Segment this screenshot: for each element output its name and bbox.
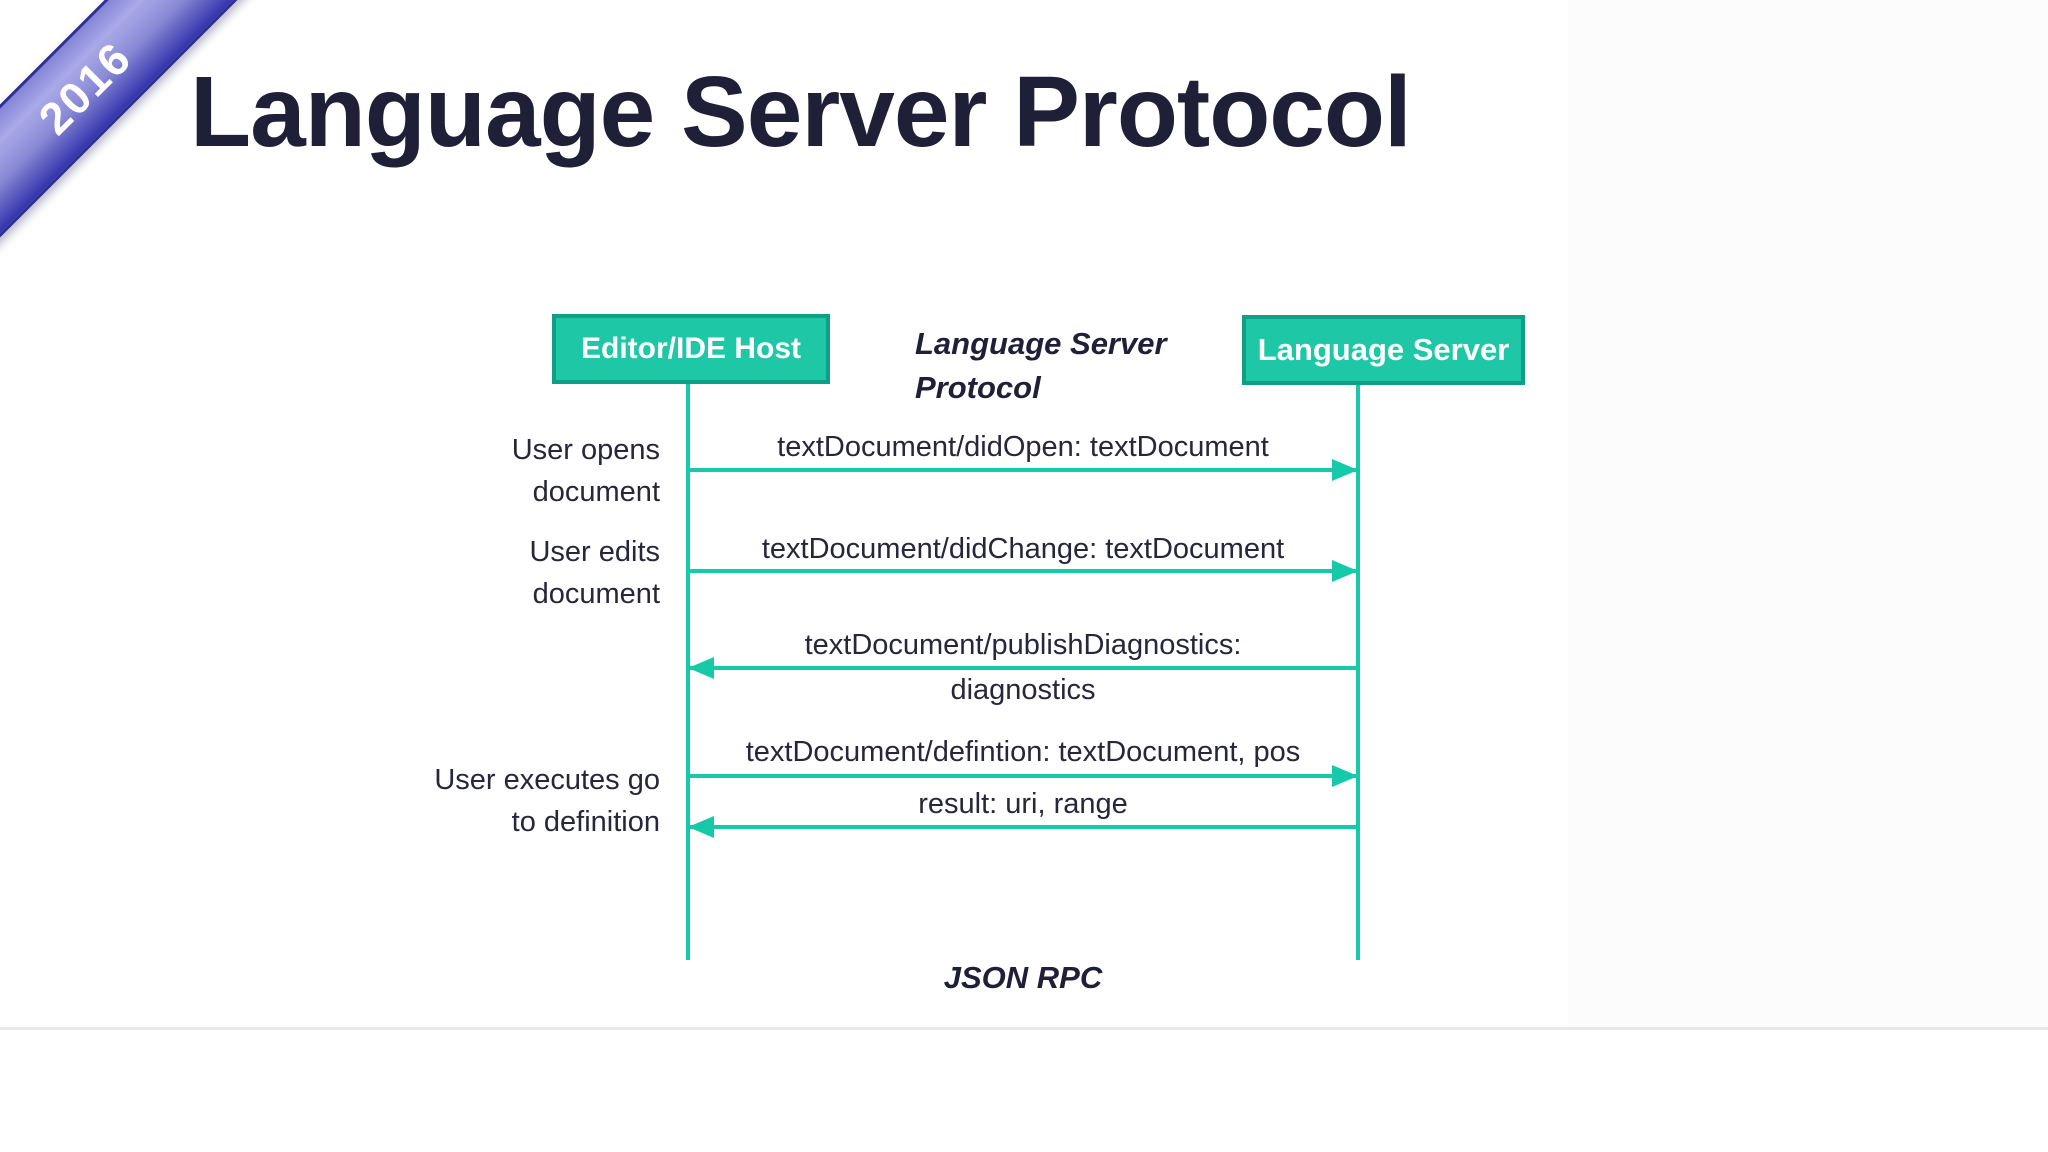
message-arrow-publishdiagnostics bbox=[688, 657, 1356, 679]
message-arrow-didopen bbox=[690, 459, 1358, 481]
actor-box-editor: Editor/IDE Host bbox=[552, 314, 830, 384]
message-arrow-didchange bbox=[690, 560, 1358, 582]
side-label-go-to-definition: User executes go to definition bbox=[300, 759, 660, 843]
message-arrow-result bbox=[688, 816, 1356, 838]
transport-label-json-rpc: JSON RPC bbox=[943, 960, 1103, 995]
slide-edge-shade bbox=[1568, 0, 2048, 1027]
page-title: Language Server Protocol bbox=[190, 56, 1412, 168]
slide-bottom-divider bbox=[0, 1027, 2048, 1030]
side-label-user-opens: User opens document bbox=[300, 429, 660, 513]
side-label-line: User opens bbox=[511, 434, 660, 466]
side-label-user-edits: User edits document bbox=[300, 531, 660, 615]
message-label-didopen: textDocument/didOpen: textDocument bbox=[777, 431, 1269, 463]
message-label-diagnostics-param: diagnostics bbox=[950, 674, 1096, 706]
message-label-didchange: textDocument/didChange: textDocument bbox=[761, 533, 1285, 565]
side-label-line: document bbox=[532, 578, 660, 610]
actor-box-server: Language Server bbox=[1242, 315, 1525, 385]
side-label-line: User executes go bbox=[434, 764, 660, 796]
side-label-line: User edits bbox=[529, 536, 660, 568]
server-lifeline bbox=[1356, 385, 1360, 960]
side-label-line: to definition bbox=[511, 806, 660, 838]
message-label-definition: textDocument/defintion: textDocument, po… bbox=[745, 736, 1301, 768]
side-label-line: document bbox=[532, 476, 660, 508]
ribbon-year-label: 2016 bbox=[28, 31, 142, 145]
message-label-result: result: uri, range bbox=[918, 788, 1128, 820]
message-label-publishdiagnostics: textDocument/publishDiagnostics: bbox=[804, 629, 1242, 661]
actor-editor-label: Editor/IDE Host bbox=[580, 332, 801, 365]
protocol-label: Language Server Protocol bbox=[915, 326, 1167, 405]
message-arrow-definition bbox=[690, 765, 1358, 787]
actor-server-label: Language Server bbox=[1257, 332, 1510, 367]
